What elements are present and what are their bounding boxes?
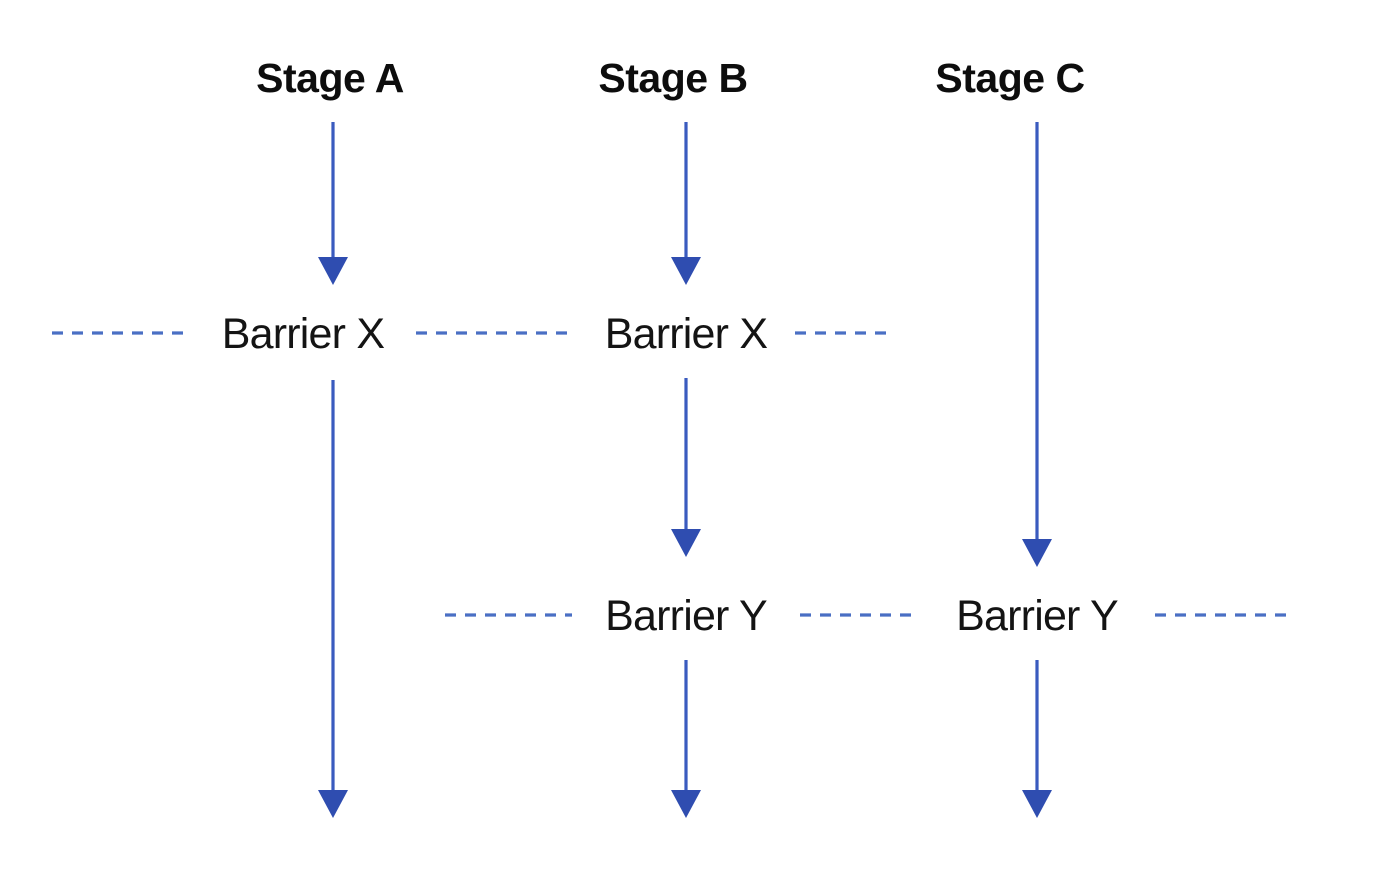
arrow-stage-b-barrier-x-to-barrier-y — [671, 378, 701, 557]
flow-arrows — [318, 122, 1052, 818]
arrow-stage-b-to-barrier-x — [671, 122, 701, 285]
stage-headers: Stage A Stage B Stage C — [256, 55, 1085, 101]
arrow-stage-c-barrier-y-down — [1022, 660, 1052, 818]
arrowhead-down-icon — [318, 257, 348, 285]
arrowhead-down-icon — [671, 529, 701, 557]
arrowhead-down-icon — [1022, 790, 1052, 818]
arrowhead-down-icon — [318, 790, 348, 818]
arrowhead-down-icon — [671, 257, 701, 285]
arrow-stage-c-to-barrier-y — [1022, 122, 1052, 567]
barrier-label-x-stage-a: Barrier X — [222, 310, 385, 358]
barrier-label-y-stage-c: Barrier Y — [956, 592, 1118, 640]
arrow-stage-a-barrier-x-down — [318, 380, 348, 818]
barrier-label-x-stage-b: Barrier X — [605, 310, 768, 358]
arrow-stage-b-barrier-y-down — [671, 660, 701, 818]
barrier-label-y-stage-b: Barrier Y — [605, 592, 767, 640]
stage-label-a: Stage A — [256, 55, 404, 101]
arrowhead-down-icon — [1022, 539, 1052, 567]
barrier-row-y: Barrier Y Barrier Y — [445, 592, 1288, 640]
barrier-row-x: Barrier X Barrier X — [52, 310, 892, 358]
arrowhead-down-icon — [671, 790, 701, 818]
stage-label-c: Stage C — [935, 55, 1084, 101]
stage-label-b: Stage B — [598, 55, 747, 101]
arrow-stage-a-to-barrier-x — [318, 122, 348, 285]
